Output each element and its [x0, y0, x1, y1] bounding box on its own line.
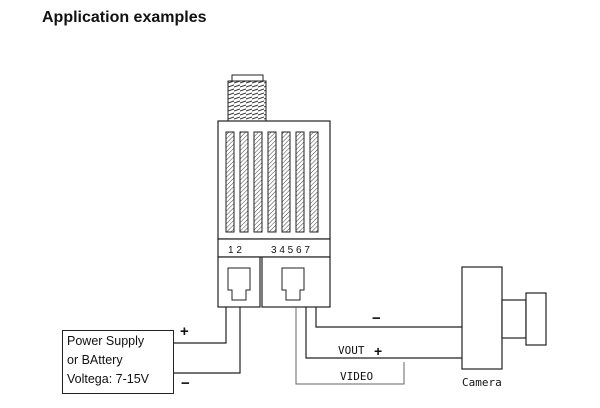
- pin-labels-av: 3 4 5 6 7: [271, 245, 310, 256]
- power-supply-box: Power Supply or BAttery Voltega: 7-15V: [62, 330, 174, 394]
- camera-shape: [461, 266, 547, 370]
- power-wires: [172, 307, 241, 374]
- camera-minus-sign: −: [372, 310, 381, 327]
- vout-plus-sign: +: [374, 343, 382, 359]
- power-supply-line-3: Voltega: 7-15V: [67, 372, 150, 386]
- power-minus-sign: −: [181, 375, 190, 392]
- heatsink-fins: [225, 131, 319, 233]
- transmitter-module: 1 2 3 4 5 6 7: [217, 120, 331, 308]
- vout-label: VOUT: [338, 344, 365, 357]
- page-title: Application examples: [42, 9, 207, 26]
- pin-labels-power: 1 2: [228, 245, 242, 256]
- power-connector: [217, 256, 261, 308]
- video-label: VIDEO: [340, 370, 373, 383]
- camera-wires: [295, 307, 470, 385]
- power-plus-sign: +: [180, 323, 189, 340]
- antenna-connector: [227, 74, 267, 122]
- camera-label: Camera: [462, 376, 502, 389]
- power-supply-line-2: or BAttery: [67, 353, 123, 367]
- power-supply-line-1: Power Supply: [67, 334, 145, 348]
- av-connector: [261, 256, 331, 308]
